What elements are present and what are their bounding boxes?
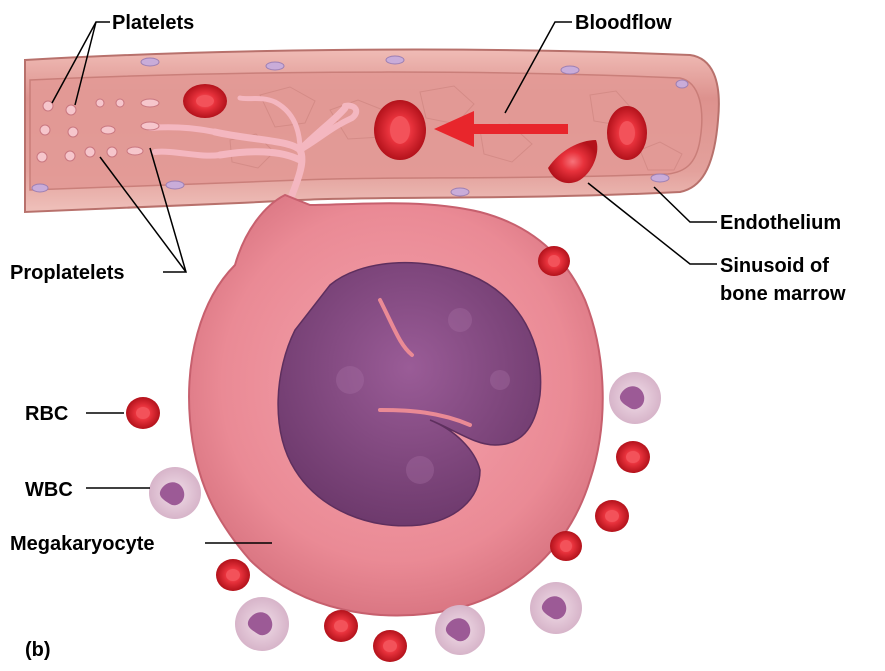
- wbc-cell: [235, 597, 289, 651]
- rbc-cell: [595, 500, 629, 532]
- label-sinusoid-line2: bone marrow: [720, 283, 846, 305]
- label-proplatelets: Proplatelets: [10, 262, 124, 284]
- label-bloodflow: Bloodflow: [575, 12, 672, 34]
- rbc-cell: [373, 630, 407, 662]
- wbc-cell: [435, 605, 485, 655]
- rbc-cell: [607, 106, 647, 160]
- rbc-cell: [374, 100, 426, 160]
- wbc-cell: [530, 582, 582, 634]
- label-rbc: RBC: [25, 403, 68, 425]
- label-endothelium: Endothelium: [720, 212, 841, 234]
- vessel-lumen: [30, 72, 702, 190]
- rbc-cell: [538, 246, 570, 276]
- rbc-cell: [616, 441, 650, 473]
- rbc-cell: [183, 84, 227, 118]
- label-megakaryocyte: Megakaryocyte: [10, 533, 155, 555]
- wbc-cell: [149, 467, 201, 519]
- label-panel: (b): [25, 639, 51, 661]
- label-sinusoid-line1: Sinusoid of: [720, 255, 829, 277]
- rbc-cell: [216, 559, 250, 591]
- wbc-cell: [609, 372, 661, 424]
- rbc-cell: [324, 610, 358, 642]
- label-wbc: WBC: [25, 479, 73, 501]
- label-platelets: Platelets: [112, 12, 194, 34]
- rbc-cell: [550, 531, 582, 561]
- rbc-cell: [126, 397, 160, 429]
